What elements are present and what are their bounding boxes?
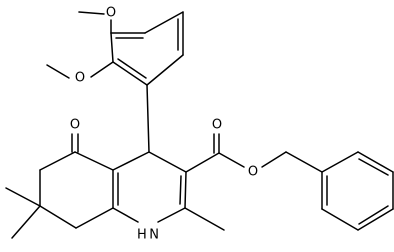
- bond: [46, 64, 70, 79]
- bond: [148, 151, 187, 173]
- bond: [184, 207, 225, 231]
- atom-label-oxygen: O: [70, 118, 80, 133]
- bond: [146, 54, 184, 86]
- atom-label-oxygen: O: [106, 6, 116, 21]
- bond: [184, 171, 187, 209]
- bond: [112, 207, 139, 223]
- bond: [261, 151, 287, 168]
- bond: [218, 152, 245, 168]
- bond: [157, 207, 186, 223]
- bond: [110, 32, 114, 63]
- bond: [90, 61, 114, 78]
- bond: [146, 84, 150, 153]
- bond: [112, 151, 150, 171]
- bond: [5, 187, 41, 207]
- bond: [357, 151, 394, 173]
- bond: [358, 205, 389, 225]
- bond: [112, 61, 148, 86]
- atom-label-oxygen: O: [75, 71, 85, 86]
- bond: [321, 151, 359, 173]
- bond: [74, 151, 114, 171]
- bond: [39, 151, 76, 171]
- bond: [144, 11, 184, 34]
- bond: [117, 58, 147, 79]
- atom-label-oxygen: O: [212, 118, 222, 133]
- bond: [358, 158, 389, 176]
- bond: [185, 152, 220, 173]
- bonds: [5, 11, 394, 239]
- bond: [321, 208, 359, 231]
- bond: [78, 11, 105, 15]
- bond: [285, 151, 323, 173]
- atom-label-nitrogen: H N: [137, 228, 159, 243]
- atom-labels: O O O O O H N: [70, 6, 258, 243]
- atom-label-oxygen: O: [248, 165, 258, 180]
- bond: [39, 205, 77, 229]
- bond: [11, 205, 41, 239]
- bond: [75, 207, 114, 229]
- bond: [179, 175, 182, 205]
- bond: [357, 208, 394, 231]
